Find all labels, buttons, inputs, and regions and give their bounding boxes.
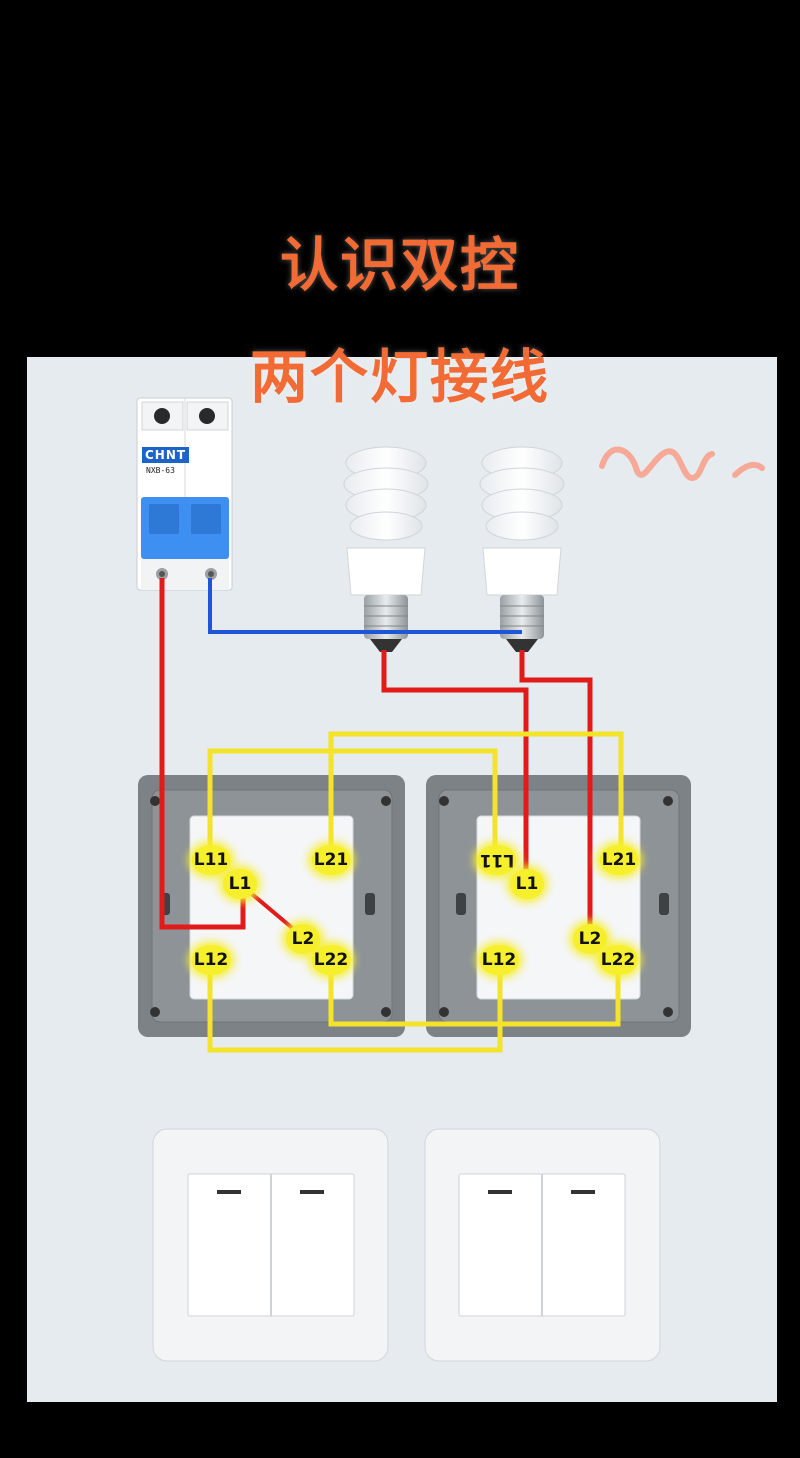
right-terminal-l22: L22 [598,945,638,975]
right-bulb-to-right-l2 [519,650,593,935]
breaker-model: NXB-63 [146,466,175,475]
left-terminal-l22: L22 [311,945,351,975]
left-terminal-l1: L1 [223,869,257,899]
title-line-2: 两个灯接线 [249,343,550,411]
traveler-l21-to-l21 [328,731,624,858]
circuit-breaker [136,397,233,591]
traveler-l11-to-l11 [207,748,498,858]
breaker-brand: CHNT [142,447,190,463]
left-terminal-l21: L21 [311,845,351,875]
traveler-l22-to-l22 [328,960,621,1027]
right-terminal-l12: L12 [479,945,519,975]
squiggle-decoration [599,446,765,482]
left-terminal-l12: L12 [191,945,231,975]
right-terminal-l21: L21 [599,845,639,875]
right-wall-switch [424,1128,661,1362]
right-terminal-l1: L1 [510,869,544,899]
traveler-l12-to-l12 [207,960,503,1053]
right-switch-module [426,775,691,1037]
neutral-wire [208,578,522,634]
right-terminal-l11: L11 [477,845,517,875]
left-switch-module [138,775,405,1037]
left-bulb [343,446,429,652]
live-wire-breaker-to-l1 [159,578,246,930]
right-bulb [479,446,565,652]
title-line-1: 认识双控 [279,231,520,299]
left-terminal-l11: L11 [191,845,231,875]
left-bulb-to-right-l1 [381,650,529,880]
right-terminal-l2: L2 [573,924,607,954]
left-terminal-l2: L2 [286,924,320,954]
left-wall-switch [152,1128,389,1362]
